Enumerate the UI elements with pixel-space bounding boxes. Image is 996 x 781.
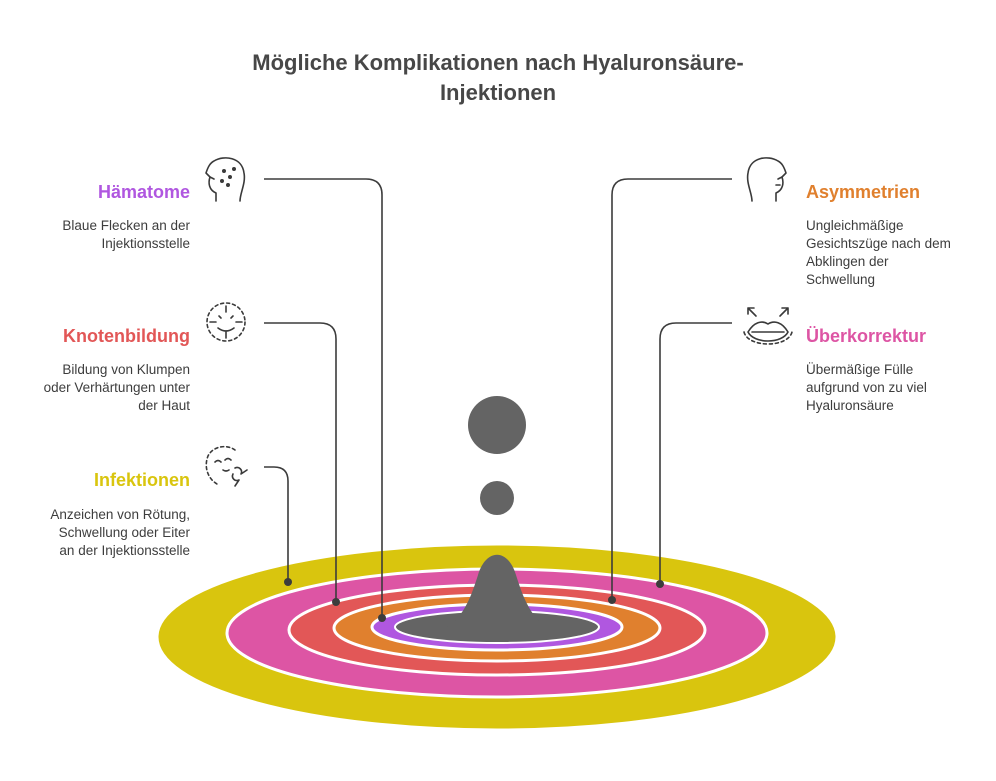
lips-expand-icon bbox=[743, 307, 793, 345]
desc-line: an der Injektionsstelle bbox=[59, 543, 190, 558]
desc-line: Schwellung bbox=[806, 272, 876, 287]
dot-asymmetrien bbox=[608, 596, 616, 604]
desc-infektionen: Anzeichen von Rötung, Schwellung oder Ei… bbox=[50, 506, 190, 560]
desc-line: der Haut bbox=[138, 398, 190, 413]
desc-line: Injektionsstelle bbox=[101, 236, 190, 251]
connector-ueberkorrektur bbox=[659, 322, 732, 583]
desc-line: Bildung von Klumpen bbox=[62, 362, 190, 377]
drop-large bbox=[468, 396, 526, 454]
desc-line: oder Verhärtungen unter bbox=[43, 380, 190, 395]
desc-haematome: Blaue Flecken an der Injektionsstelle bbox=[62, 217, 190, 253]
desc-line: Gesichtszüge nach dem bbox=[806, 236, 951, 251]
connector-dots bbox=[284, 578, 664, 622]
face-sick-icon bbox=[205, 445, 248, 487]
dot-haematome bbox=[378, 614, 386, 622]
desc-line: aufgrund von zu viel bbox=[806, 380, 927, 395]
heading-asymmetrien: Asymmetrien bbox=[806, 182, 921, 202]
page-title: Mögliche Komplikationen nach Hyaluronsäu… bbox=[198, 48, 798, 108]
connector-asymmetrien bbox=[611, 178, 732, 600]
title-line-2: Injektionen bbox=[439, 80, 557, 105]
droplet-splash bbox=[428, 396, 566, 638]
desc-ueberkorrektur: Übermäßige Fülle aufgrund von zu viel Hy… bbox=[806, 361, 927, 415]
desc-line: Blaue Flecken an der bbox=[62, 218, 190, 233]
desc-line: Anzeichen von Rötung, bbox=[50, 507, 190, 522]
heading-infektionen: Infektionen bbox=[93, 470, 190, 490]
heading-knoten: Knotenbildung bbox=[63, 326, 190, 346]
desc-line: Abklingen der bbox=[806, 254, 889, 269]
face-target-icon bbox=[206, 302, 246, 342]
dot-ueberkorrektur bbox=[656, 580, 664, 588]
connector-infektionen bbox=[264, 466, 289, 581]
heading-haematome: Hämatome bbox=[97, 182, 190, 202]
desc-asymmetrien: Ungleichmäßige Gesichtszüge nach dem Abk… bbox=[806, 217, 951, 289]
connector-haematome bbox=[264, 178, 383, 617]
desc-line: Schwellung oder Eiter bbox=[58, 525, 190, 540]
desc-line: Ungleichmäßige bbox=[806, 218, 904, 233]
dot-knoten bbox=[332, 598, 340, 606]
connectors bbox=[264, 178, 732, 617]
face-profile-icon bbox=[746, 157, 787, 202]
desc-knoten: Bildung von Klumpen oder Verhärtungen un… bbox=[44, 361, 190, 415]
title-line-1: Mögliche Komplikationen nach Hyaluronsäu… bbox=[252, 50, 744, 75]
connector-knoten bbox=[264, 322, 337, 602]
dot-infektionen bbox=[284, 578, 292, 586]
desc-line: Hyaluronsäure bbox=[806, 398, 894, 413]
desc-line: Übermäßige Fülle bbox=[806, 362, 914, 377]
drop-small bbox=[480, 481, 514, 515]
splash-spike bbox=[428, 554, 566, 638]
face-bruise-icon bbox=[205, 157, 246, 202]
heading-ueberkorrektur: Überkorrektur bbox=[806, 326, 927, 346]
